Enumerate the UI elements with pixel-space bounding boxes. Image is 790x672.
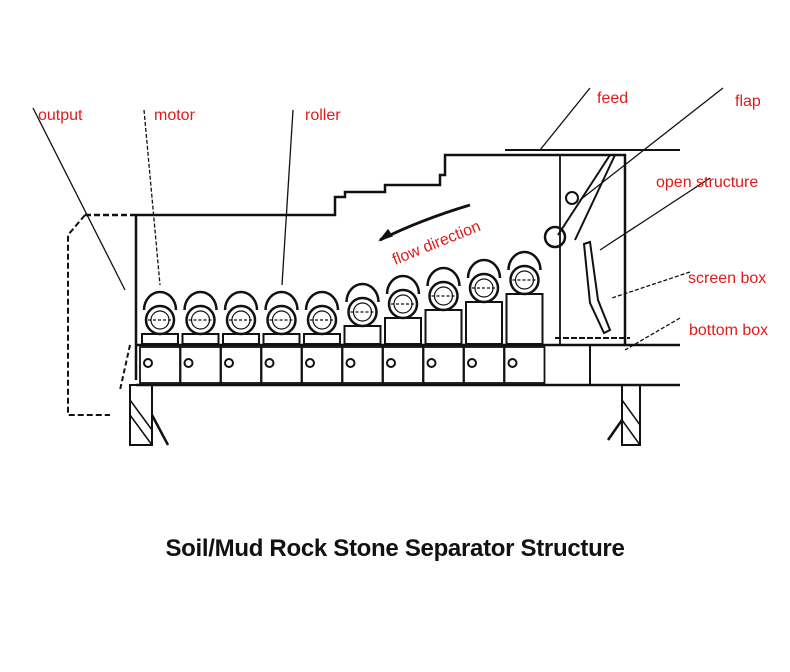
leader-motor: [143, 109, 161, 286]
label-motor: motor: [154, 107, 196, 124]
leader-open-structure: [599, 177, 711, 251]
roller-motor: [463, 258, 505, 384]
roller-motor: [260, 290, 303, 384]
roller-motor: [382, 274, 424, 384]
roller-motor: [301, 290, 343, 384]
label-flow-direction: flow direction: [390, 218, 483, 269]
roller-row: [139, 250, 546, 384]
roller-motor: [179, 290, 222, 384]
label-open-structure: open structure: [656, 174, 758, 191]
leader-flap: [579, 87, 724, 201]
label-screen-box: screen box: [688, 270, 766, 287]
label-bottom-box: bottom box: [689, 322, 768, 339]
label-roller: roller: [305, 107, 341, 124]
label-output: output: [38, 107, 83, 124]
leader-lines: [32, 87, 724, 351]
leader-bottom-box: [624, 317, 681, 351]
leader-feed: [539, 87, 591, 151]
leader-screen-box: [611, 271, 691, 299]
roller-motor: [139, 290, 181, 384]
roller-motor: [341, 282, 384, 384]
roller-motor: [503, 250, 546, 384]
roller-motor: [220, 290, 262, 384]
leader-roller: [281, 109, 294, 286]
label-flap: flap: [735, 93, 761, 110]
leader-output: [32, 107, 126, 291]
diagram-title: Soil/Mud Rock Stone Separator Structure: [165, 535, 625, 562]
roller-motor: [422, 266, 465, 384]
label-feed: feed: [597, 90, 628, 107]
